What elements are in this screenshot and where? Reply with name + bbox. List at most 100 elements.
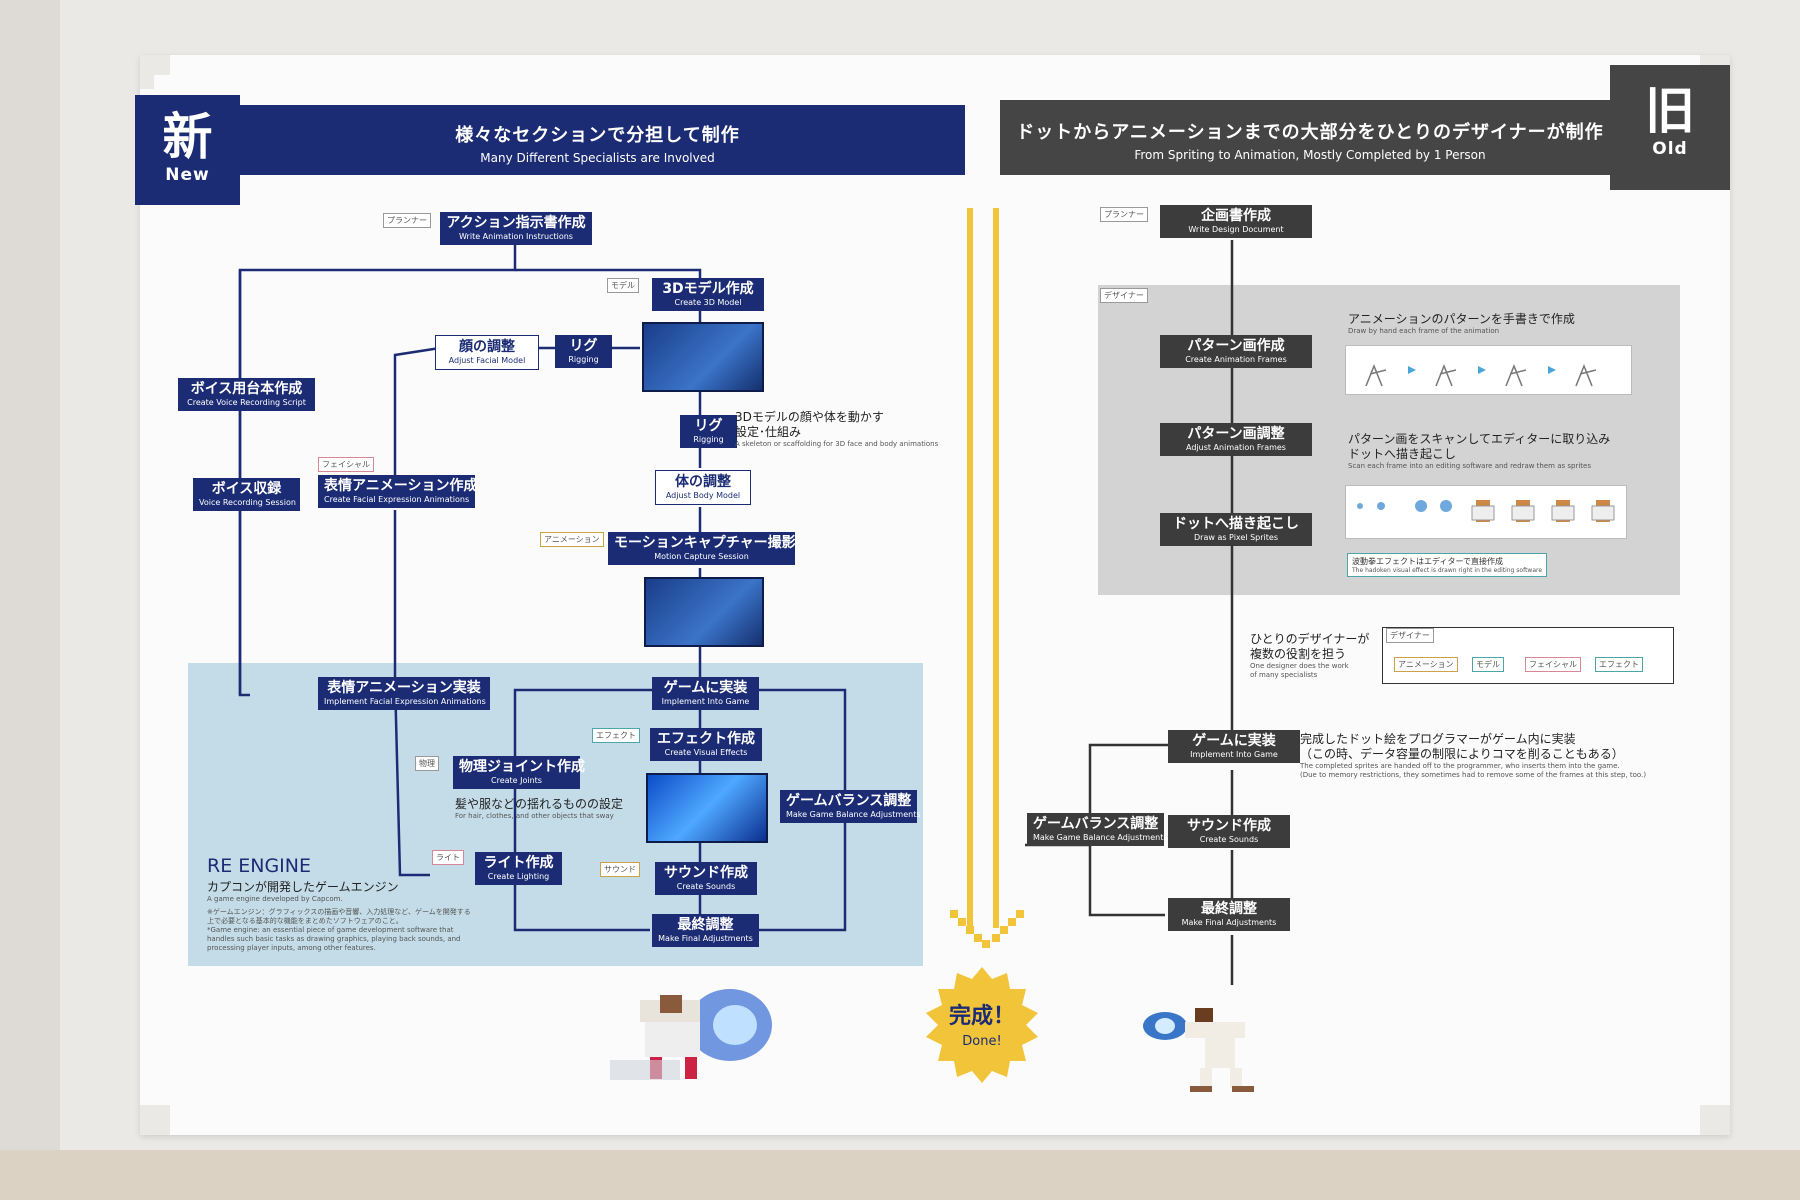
re-engine-title: RE ENGINE (207, 855, 312, 877)
step-jp: ゲームに実装 (1192, 733, 1276, 749)
step-game-balance: ゲームバランス調整 Make Game Balance Adjustments (780, 790, 921, 823)
step-write-design-document: 企画書作成 Write Design Document (1160, 205, 1312, 238)
step-create-facial-animations: 表情アニメーション作成 Create Facial Expression Ani… (318, 475, 478, 508)
animation-tag: アニメーション (540, 532, 604, 547)
old-title-banner: ドットからアニメーションまでの大部分をひとりのデザイナーが制作 From Spr… (1000, 100, 1620, 175)
step-jp: リグ (569, 338, 598, 354)
step-game-balance-old: ゲームバランス調整 Make Game Balance Adjustments (1027, 813, 1168, 846)
planner-tag-old: プランナー (1100, 207, 1148, 222)
animation-role-tag: アニメーション (1394, 657, 1458, 672)
step-adjust-body-model: 体の調整 Adjust Body Model (655, 470, 751, 505)
new-badge-label: New (165, 165, 210, 185)
step-en: Create 3D Model (674, 298, 742, 307)
new-title-jp: 様々なセクションで分担して制作 (455, 125, 740, 146)
step-jp: パターン画作成 (1187, 338, 1285, 354)
step-jp: 最終調整 (1201, 901, 1257, 917)
joints-note: 髪や服などの揺れるものの設定 For hair, clothes, and ot… (455, 797, 623, 821)
hadoken-pixel-character (1143, 1008, 1254, 1092)
one-designer-note: ひとりのデザイナーが 複数の役割を担う One designer does th… (1250, 632, 1369, 680)
3d-model-screenshot (642, 322, 764, 392)
old-title-en: From Spriting to Animation, Mostly Compl… (1134, 148, 1486, 162)
step-jp: 顔の調整 (459, 339, 515, 355)
step-jp: 表情アニメーション作成 (324, 478, 478, 494)
side-wall (0, 0, 60, 1200)
step-en: Create Facial Expression Animations (324, 495, 470, 504)
rigging-note: 3Dモデルの顔や体を動かす 設定･仕組み A skeleton or scaff… (735, 410, 938, 449)
pixel-corner (140, 75, 154, 89)
step-final-adjustments: 最終調整 Make Final Adjustments (652, 914, 759, 947)
step-adjust-animation-frames: パターン画調整 Adjust Animation Frames (1160, 423, 1312, 456)
step-en: Motion Capture Session (654, 552, 749, 561)
step-create-lighting: ライト作成 Create Lighting (475, 852, 562, 885)
pixel-sprite-frames (1345, 485, 1627, 539)
note-jp: 設定･仕組み (735, 425, 802, 439)
step-jp: サウンド作成 (1187, 818, 1271, 834)
step-jp: 企画書作成 (1201, 208, 1271, 224)
lighting-tag: ライト (432, 850, 464, 865)
step-create-voice-script: ボイス用台本作成 Create Voice Recording Script (178, 378, 315, 411)
step-rigging-face: リグ Rigging (555, 335, 612, 368)
note-jp: 完成したドット絵をプログラマーがゲーム内に実装 (1300, 732, 1576, 746)
modeler-tag: モデル (607, 278, 639, 293)
step-en: Create Voice Recording Script (187, 398, 306, 407)
facial-role-tag: フェイシャル (1525, 657, 1581, 672)
step-jp: ゲームバランス調整 (1033, 816, 1159, 832)
done-en: Done! (962, 1034, 1001, 1049)
note-jp: 複数の役割を担う (1250, 647, 1347, 661)
step-en: Draw as Pixel Sprites (1194, 533, 1278, 542)
done-jp: 完成！ (949, 1003, 1015, 1029)
step-voice-recording: ボイス収録 Voice Recording Session (193, 478, 300, 511)
step-implement-into-game: ゲームに実装 Implement Into Game (652, 677, 759, 710)
frames-note: アニメーションのパターンを手書きで作成 Draw by hand each fr… (1348, 312, 1575, 336)
note-jp: ドットへ描き起こし (1348, 447, 1457, 461)
note-en: A game engine developed by Capcom. (207, 895, 343, 903)
step-en: Implement Facial Expression Animations (324, 697, 486, 706)
step-en: Write Animation Instructions (459, 232, 573, 241)
step-en: Adjust Facial Model (448, 356, 526, 365)
step-jp: ボイス収録 (211, 481, 282, 497)
note-jp: 3Dモデルの顔や体を動かす (735, 410, 884, 424)
old-title-jp: ドットからアニメーションまでの大部分をひとりのデザイナーが制作 (1016, 122, 1604, 143)
step-en: Create Animation Frames (1185, 355, 1287, 364)
step-en: Create Joints (491, 776, 542, 785)
step-jp: サウンド作成 (664, 865, 748, 881)
designer-tag: デザイナー (1100, 288, 1148, 303)
step-en: Create Sounds (1199, 835, 1259, 844)
note-desc: ※ゲームエンジン：グラフィックスの描画や音響、入力処理など、ゲームを開発する上で… (207, 908, 471, 925)
planner-tag: プランナー (383, 213, 431, 228)
step-en: Adjust Body Model (665, 491, 741, 500)
old-badge-label: Old (1652, 139, 1688, 159)
step-en: Voice Recording Session (199, 498, 296, 507)
step-implement-into-game-old: ゲームに実装 Implement Into Game (1168, 730, 1300, 763)
step-motion-capture: モーションキャプチャー撮影 Motion Capture Session (608, 532, 796, 565)
note-jp: 波動拳エフェクトはエディターで直接作成 (1352, 557, 1503, 566)
note-jp: 髪や服などの揺れるものの設定 (455, 797, 624, 811)
step-jp: アクション指示書作成 (446, 215, 586, 231)
step-draw-pixel-sprites: ドットへ描き起こし Draw as Pixel Sprites (1160, 513, 1312, 546)
note-en: For hair, clothes, and other objects tha… (455, 812, 614, 820)
pixel-corner (140, 1105, 170, 1135)
implement-note: 完成したドット絵をプログラマーがゲーム内に実装 （この時、データ容量の制限により… (1300, 732, 1646, 780)
note-en: (Due to memory restrictions, they someti… (1300, 771, 1647, 779)
physics-tag: 物理 (415, 756, 439, 771)
note-en: The hadoken visual effect is drawn right… (1352, 567, 1543, 574)
old-badge: 旧 Old (1610, 65, 1730, 190)
step-en: Write Design Document (1188, 225, 1284, 234)
note-jp: ひとりのデザイナーが (1250, 632, 1370, 646)
step-en: Implement Into Game (661, 697, 750, 706)
note-en: Draw by hand each frame of the animation (1348, 327, 1500, 335)
step-jp: 物理ジョイント作成 (459, 759, 585, 775)
step-en: Make Final Adjustments (658, 934, 753, 943)
pixel-corner (1700, 1105, 1730, 1135)
effects-screenshot (646, 773, 768, 843)
note-jp: アニメーションのパターンを手書きで作成 (1348, 312, 1575, 326)
step-en: Rigging (568, 355, 599, 364)
note-en: A skeleton or scaffolding for 3D face an… (735, 440, 939, 448)
new-title-banner: 様々なセクションで分担して制作 Many Different Specialis… (230, 105, 965, 175)
note-en: Scan each frame into an editing software… (1348, 462, 1591, 470)
step-create-visual-effects: エフェクト作成 Create Visual Effects (650, 728, 762, 761)
note-jp: （この時、データ容量の制限によりコマを削ることもある） (1300, 747, 1624, 761)
facial-tag: フェイシャル (318, 457, 374, 472)
step-jp: ライト作成 (483, 855, 554, 871)
step-en: Rigging (693, 435, 724, 444)
